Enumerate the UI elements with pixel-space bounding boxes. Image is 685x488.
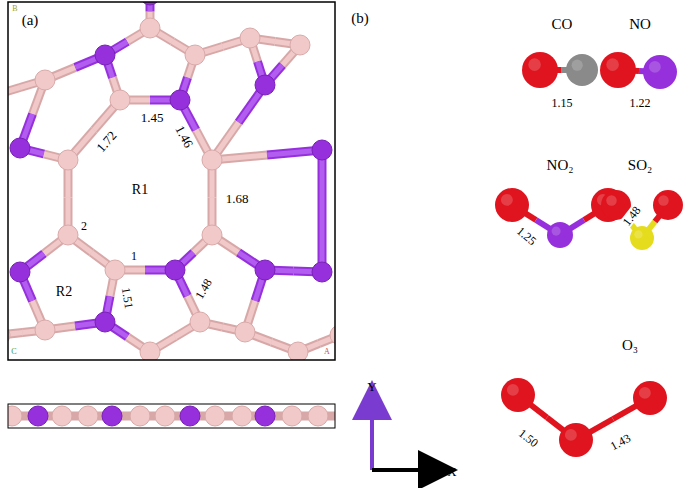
atom-shine <box>552 227 561 236</box>
label: R1 <box>131 183 149 197</box>
atom-shine <box>565 429 577 441</box>
label: 1.22 <box>629 97 652 109</box>
molecule-atom <box>559 423 593 457</box>
molecule-atom <box>522 52 558 88</box>
atom <box>95 312 115 332</box>
atom <box>58 150 78 170</box>
label: 1.68 <box>225 192 250 205</box>
molecule-atom <box>643 55 677 89</box>
label: 1.51 <box>119 286 135 311</box>
label: NO <box>628 17 652 32</box>
atom <box>78 406 98 426</box>
label: O₃ <box>621 338 639 353</box>
molecule-atom <box>630 226 654 250</box>
atom <box>140 18 160 38</box>
monolayer-side-view <box>8 406 335 426</box>
label: 1 <box>130 250 138 262</box>
atom <box>288 342 308 360</box>
atom-shine <box>658 195 669 206</box>
molecule-atom <box>653 190 683 220</box>
atom <box>8 406 22 426</box>
atom <box>35 320 55 340</box>
atom <box>110 90 130 110</box>
label: CO <box>551 17 574 32</box>
label: NO₂ <box>546 158 575 173</box>
atom <box>190 312 210 332</box>
molecule-atom <box>566 54 598 86</box>
atom-shine <box>528 58 541 71</box>
label: 1.25 <box>513 224 538 248</box>
molecule-atom <box>600 52 636 88</box>
label: A <box>323 348 331 356</box>
monolayer-top-view <box>8 2 335 360</box>
atom <box>282 406 302 426</box>
atom <box>102 406 122 426</box>
label: 1.48 <box>192 276 214 302</box>
bond-half <box>8 88 20 96</box>
gas-molecules <box>495 52 683 457</box>
atom <box>235 322 255 342</box>
atom <box>155 406 175 426</box>
atom <box>170 90 190 110</box>
atom-shine <box>649 61 661 73</box>
atom <box>10 262 30 282</box>
molecule-atom <box>633 381 667 415</box>
atom <box>28 406 48 426</box>
bond-highlight <box>8 88 20 96</box>
label: 2 <box>80 220 88 232</box>
atom <box>202 150 222 170</box>
side-view-frame <box>8 404 335 428</box>
molecule-atom <box>501 378 535 412</box>
label: R2 <box>55 285 73 299</box>
atom-shine <box>507 384 519 396</box>
atom <box>52 406 72 426</box>
atom-shine <box>606 58 619 71</box>
atom <box>312 140 332 160</box>
atom <box>10 138 30 158</box>
atom <box>255 406 275 426</box>
y-axis-arrow <box>370 400 374 470</box>
label: 1.43 <box>607 431 633 452</box>
atom-shine <box>634 230 642 238</box>
atom <box>202 225 222 245</box>
atom <box>185 45 205 65</box>
label: (a) <box>21 13 40 28</box>
unit-cell-frame <box>8 2 335 360</box>
atom <box>95 45 115 65</box>
atom <box>232 406 252 426</box>
atom-shine <box>501 194 513 206</box>
atom <box>255 260 275 280</box>
label: (b) <box>350 11 370 26</box>
label: SO₂ <box>627 158 653 173</box>
label: X <box>446 465 457 478</box>
atom <box>290 35 310 55</box>
atom <box>312 262 332 282</box>
atom <box>240 28 260 48</box>
atom <box>205 406 225 426</box>
label: 1.15 <box>551 97 574 109</box>
label: C <box>10 348 17 356</box>
label: 1.50 <box>515 426 541 450</box>
atom-shine <box>639 387 651 399</box>
atom <box>58 225 78 245</box>
atom <box>308 406 328 426</box>
atom <box>255 75 275 95</box>
atom-shine <box>572 60 583 71</box>
label: Y <box>366 380 377 393</box>
label: B <box>11 5 18 13</box>
molecule-atom <box>495 188 529 222</box>
x-axis-arrow <box>372 468 438 472</box>
atom <box>140 342 160 360</box>
atom <box>165 260 185 280</box>
label: 1.45 <box>140 111 165 124</box>
atom <box>130 406 150 426</box>
atom <box>105 260 125 280</box>
atom-shine <box>606 195 617 206</box>
atom <box>35 70 55 90</box>
atom <box>180 406 200 426</box>
molecule-atom <box>547 222 573 248</box>
